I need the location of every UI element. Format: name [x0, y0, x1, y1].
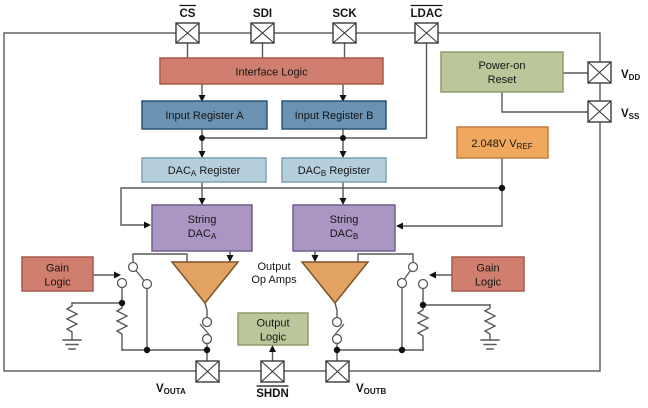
por-to-vss-wire — [501, 91, 589, 113]
output-logic-label2: Logic — [260, 332, 287, 344]
pin-labels: CS SDI SCK LDAC VDD VSS VOUTA SHDN VOUTB — [156, 4, 640, 400]
pin-cs — [175, 22, 200, 44]
shutdown-switch-a-pole — [201, 333, 213, 345]
dac-register-b-label: DACB Register — [298, 165, 371, 178]
ampa-out-wire — [204, 302, 208, 319]
shutdown-switch-b-pole — [331, 333, 343, 345]
power-on-reset-label: Power-on — [478, 60, 525, 72]
vss-pin-label: VSS — [621, 108, 640, 121]
gain-switch-b — [407, 261, 419, 273]
op-amps-label2: Op Amps — [251, 274, 297, 286]
power-on-reset-block — [440, 51, 564, 93]
arrowheads — [114, 95, 436, 352]
vdd-pin-label: VDD — [621, 69, 640, 82]
input-register-b-block — [281, 100, 387, 130]
vref-to-stringa-wire — [120, 187, 503, 226]
string-dac-b-label2: DACB — [330, 228, 359, 241]
voutb-pin-label: VOUTB — [356, 383, 387, 396]
string-dac-a-label2: DACA — [188, 228, 217, 241]
pin-vss — [587, 100, 612, 123]
dac-register-a-label: DACA Register — [168, 165, 241, 178]
switches — [116, 261, 429, 345]
pin-voutb — [325, 360, 350, 383]
ldac-pin-label: LDAC — [411, 8, 443, 20]
dac-register-b-block — [281, 157, 387, 183]
gain-logic-left-label: Gain — [46, 263, 69, 275]
resistor — [65, 302, 79, 341]
gain-switch-b-pole2 — [417, 278, 429, 290]
shutdown-switch-a — [201, 316, 213, 328]
pin-vouta — [195, 360, 220, 383]
vref-label: 2.048V VREF — [471, 138, 532, 151]
input-register-b-label: Input Register B — [295, 110, 374, 122]
blocks: Interface Logic Input Register A Input R… — [21, 51, 564, 346]
resistor — [115, 302, 129, 351]
output-logic-block — [237, 312, 309, 346]
string-dac-b-block — [292, 204, 396, 252]
gain-switch-a-lever — [135, 270, 145, 281]
ground-icon — [62, 339, 82, 350]
wires — [3, 32, 601, 372]
sck-pin-label: SCK — [332, 8, 357, 20]
gain-logic-right-label2: Logic — [475, 277, 502, 289]
pin-sck — [332, 22, 357, 44]
feedback-a-wire — [132, 253, 188, 264]
op-amps: Output Op Amps — [170, 261, 370, 305]
gain-logic-left-block — [21, 256, 94, 292]
vref-block — [456, 126, 549, 159]
gain-logic-left-label2: Logic — [44, 277, 71, 289]
feedback-b-wire — [357, 253, 414, 264]
op-amp-b — [300, 261, 370, 305]
pins — [175, 22, 612, 383]
pin-ldac — [414, 22, 439, 44]
power-on-reset-label2: Reset — [488, 74, 517, 86]
gain-switch-b-pole1 — [396, 277, 408, 289]
shdn-pin-label: SHDN — [256, 388, 289, 400]
dac-register-a-block — [141, 157, 267, 183]
string-dac-b-label: String — [330, 214, 359, 226]
interface-logic-label: Interface Logic — [235, 67, 308, 79]
pin-vdd — [587, 61, 612, 84]
string-dac-a-block — [151, 204, 253, 252]
gain-switch-b-lever — [403, 270, 412, 280]
vref-to-stringb-wire — [402, 187, 503, 227]
input-register-a-block — [141, 100, 268, 130]
op-amp-a — [170, 261, 240, 305]
vouta-pin-label: VOUTA — [156, 383, 186, 396]
interface-logic-block — [159, 57, 384, 85]
output-logic-label: Output — [256, 318, 289, 330]
junction-dots — [118, 135, 506, 354]
pin-shdn — [260, 360, 285, 383]
string-dac-a-label: String — [188, 214, 217, 226]
shutdown-switch-b — [331, 316, 343, 328]
sdi-pin-label: SDI — [253, 8, 272, 20]
chip-outline — [3, 32, 601, 372]
op-amps-label: Output — [257, 261, 290, 273]
gain-logic-right-block — [451, 256, 525, 292]
resistor — [416, 304, 430, 351]
gain-logic-right-label: Gain — [476, 263, 499, 275]
resistor — [483, 304, 497, 341]
gain-switch-a — [127, 261, 139, 273]
pin-sdi — [250, 22, 275, 44]
shutdown-switch-a-lever — [199, 323, 210, 336]
ldac-wire — [201, 42, 428, 139]
ampb-out-wire — [334, 302, 338, 319]
cs-pin-label: CS — [180, 8, 196, 20]
ground-icon — [480, 339, 500, 350]
gain-switch-a-pole1 — [116, 277, 128, 289]
input-register-a-label: Input Register A — [165, 110, 244, 122]
gain-switch-a-pole2 — [141, 278, 153, 290]
shutdown-switch-b-lever — [334, 323, 345, 336]
